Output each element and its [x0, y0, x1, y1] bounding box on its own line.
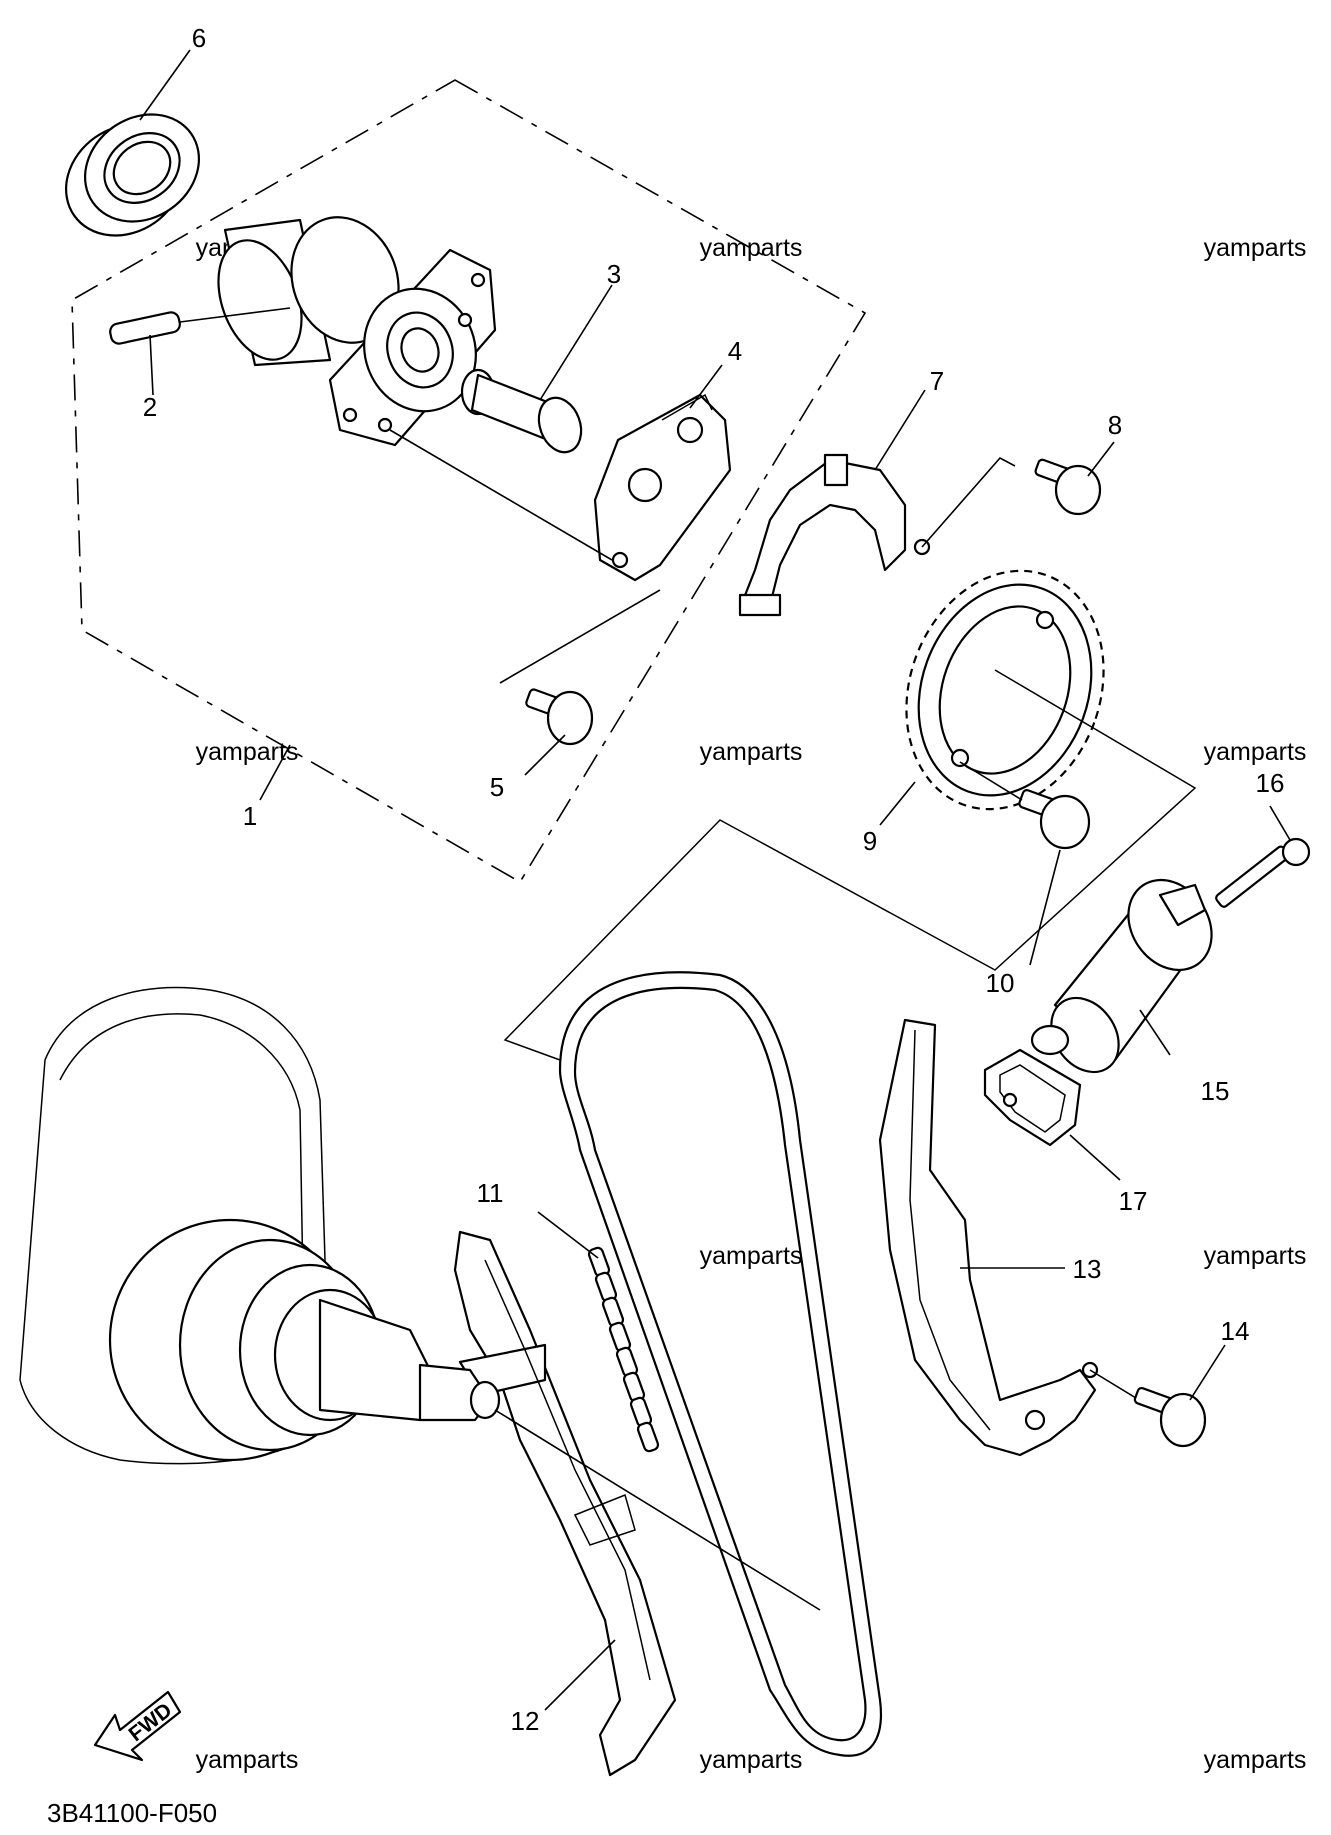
chain-links [587, 1246, 660, 1453]
callout-11: 11 [477, 1178, 504, 1208]
gasket-part [983, 1048, 1082, 1147]
watermarks: yamparts yamparts yamparts yamparts yamp… [196, 234, 1307, 1774]
callout-7: 7 [930, 366, 944, 396]
chain-guide-part [453, 1230, 677, 1777]
forward-arrow: FWD [93, 1690, 182, 1762]
bolt-5-part [499, 589, 661, 746]
callout-4: 4 [728, 336, 742, 366]
chain-tensioner-part [1030, 878, 1213, 1074]
callout-6: 6 [192, 23, 206, 53]
sprocket-bracket-part [738, 453, 931, 617]
assembly-boundary [71, 79, 867, 884]
callout-numbers: 6 2 3 4 7 8 5 1 9 10 16 15 17 11 13 14 1… [143, 23, 1285, 1736]
watermark-12: yamparts [1204, 1746, 1307, 1774]
callout-12: 12 [511, 1706, 540, 1736]
callout-16: 16 [1256, 768, 1285, 798]
decompression-plate-part [389, 393, 732, 582]
callout-13: 13 [1073, 1254, 1102, 1284]
watermark-10: yamparts [196, 1746, 299, 1774]
callout-1: 1 [243, 801, 257, 831]
bearing-part [65, 113, 201, 237]
watermark-6: yamparts [1204, 738, 1307, 766]
cam-sprocket-part [905, 569, 1105, 811]
callout-3: 3 [607, 259, 621, 289]
leader-lines [139, 49, 1291, 1711]
watermark-3: yamparts [1204, 234, 1307, 262]
dowel-pin-part [109, 307, 291, 345]
watermark-9: yamparts [1204, 1242, 1307, 1270]
callout-2: 2 [143, 392, 157, 422]
camshaft-part [217, 216, 497, 447]
callout-14: 14 [1221, 1316, 1250, 1346]
tensioner-guide-part [878, 1018, 1099, 1457]
watermark-11: yamparts [700, 1746, 803, 1774]
watermark-2: yamparts [700, 234, 803, 262]
bolt-16-part [1215, 837, 1311, 908]
callout-8: 8 [1108, 410, 1122, 440]
callout-15: 15 [1201, 1076, 1230, 1106]
watermark-8: yamparts [700, 1242, 803, 1270]
watermark-5: yamparts [700, 738, 803, 766]
crankshaft-part [19, 986, 821, 1611]
callout-5: 5 [490, 772, 504, 802]
bolt-14-part [1089, 1369, 1207, 1448]
watermark-4: yamparts [196, 738, 299, 766]
callout-9: 9 [863, 826, 877, 856]
part-code: 3B41100-F050 [47, 1798, 217, 1828]
bolt-8-part [921, 456, 1102, 548]
callout-10: 10 [986, 968, 1015, 998]
assembly-connector [503, 669, 1197, 1061]
bolt-10-part [959, 761, 1091, 850]
decompression-shaft-part [460, 368, 583, 454]
callout-17: 17 [1119, 1186, 1148, 1216]
